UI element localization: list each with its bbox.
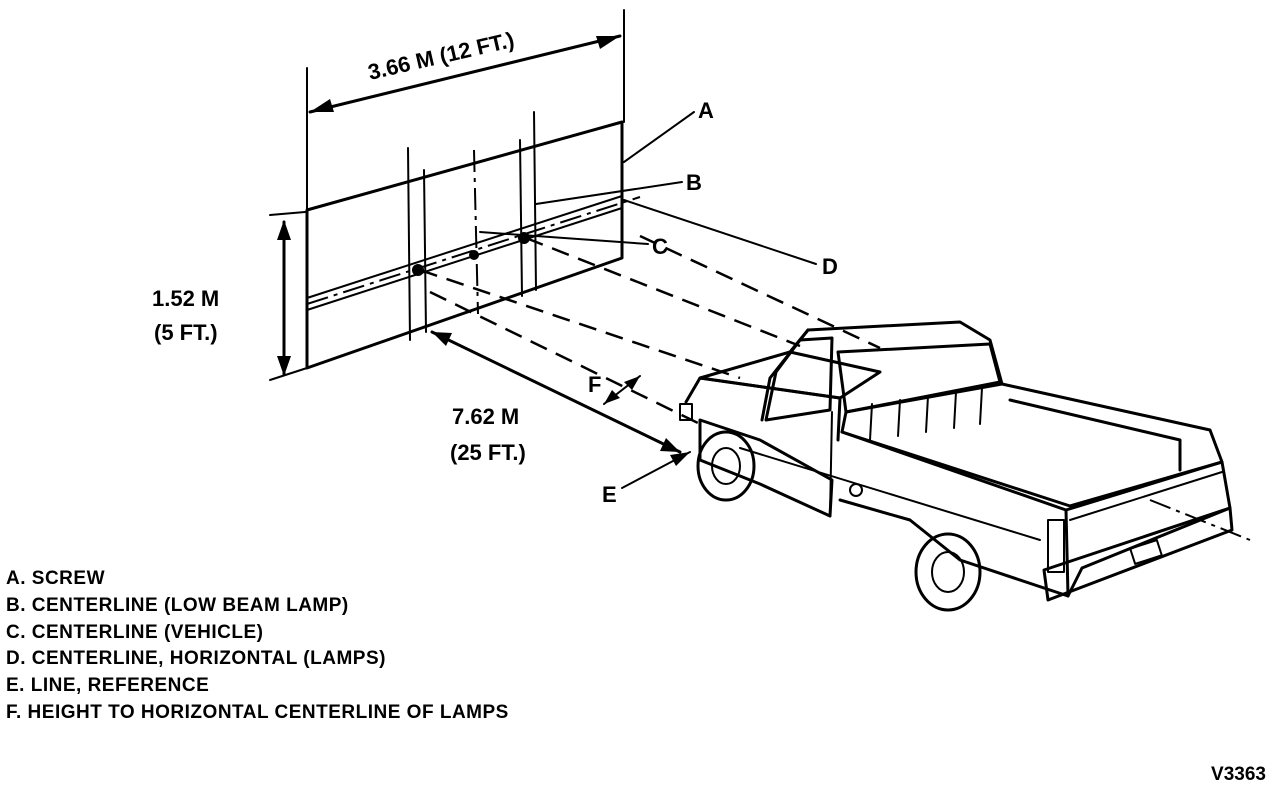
left-lamp-spot [412, 264, 424, 276]
distance-label-metric: 7.62 M [452, 404, 519, 429]
front-wheel-tire [696, 430, 756, 502]
truck-door-window [764, 336, 834, 422]
legend-item-a: A. SCREW [6, 568, 105, 589]
front-wheel-hub [711, 447, 741, 485]
width-arrow-line [308, 34, 622, 114]
height-arrowhead-top [277, 220, 291, 240]
truck-cab-side [698, 418, 834, 518]
legend-item-c: C. CENTERLINE (VEHICLE) [6, 621, 264, 643]
truck-rear-bumper [1042, 506, 1234, 602]
truck-taillamp [1047, 519, 1065, 573]
slat-5 [979, 387, 983, 425]
distance-arrowhead-vehicle [660, 438, 680, 452]
callout-f-arrowhead-a [604, 390, 620, 404]
side-mirror [679, 403, 693, 421]
legend-item-d: D. CENTERLINE, HORIZONTAL (LAMPS) [6, 648, 386, 670]
callout-b: B [686, 170, 702, 195]
truck-bed-top [840, 382, 1224, 508]
upper-beam-line [639, 234, 881, 350]
callout-b-leader [535, 181, 683, 205]
vehicle-centerline-rear [1149, 499, 1251, 541]
height-label-imperial: (5 FT.) [154, 320, 218, 345]
callout-c-leader [479, 231, 649, 245]
height-label-metric: 1.52 M [152, 286, 219, 311]
callout-a-leader [623, 111, 695, 163]
callout-f-arrowhead-b [624, 376, 640, 390]
pickup-truck [679, 320, 1234, 612]
callout-d: D [822, 254, 838, 279]
callout-c: C [652, 234, 668, 259]
screen-outline [305, 120, 624, 370]
callout-e: E [602, 482, 617, 507]
distance-arrowhead-screen [432, 332, 452, 346]
truck-bed-inner [1008, 398, 1182, 472]
callout-f: F [588, 372, 601, 397]
tailgate-trim [1069, 471, 1223, 521]
width-dimension: 3.66 M (12 FT.) [306, 9, 625, 213]
truck-front-fender [684, 376, 842, 442]
height-dimension: 1.52 M (5 FT.) [152, 211, 308, 381]
truck-door-rear-edge [829, 411, 833, 517]
truck-cab-roof [788, 320, 1004, 386]
height-ext-bottom [269, 367, 308, 381]
distance-label-imperial: (25 FT.) [450, 440, 526, 465]
callout-a: A [698, 98, 714, 123]
license-plate [1129, 539, 1163, 565]
left-lamp-line-b [423, 169, 427, 333]
vehicle-centerline [473, 149, 479, 315]
callout-e-arrowhead [670, 452, 690, 466]
body-stripe [739, 447, 1041, 541]
center-spot [469, 250, 479, 260]
slat-2 [897, 399, 901, 437]
rear-wheel-hub [931, 551, 965, 593]
slat-4 [953, 391, 957, 429]
right-lamp-line-b [533, 111, 537, 291]
rear-wheel-tire [914, 532, 982, 612]
slat-1 [869, 403, 873, 441]
horizontal-band-top [306, 195, 623, 299]
right-lamp-line-a [519, 139, 523, 297]
height-ext-top [269, 211, 306, 216]
width-arrowhead-left [310, 99, 334, 112]
slat-3 [925, 395, 929, 433]
figure-id: V3363 [1211, 764, 1266, 785]
truck-bed-side [838, 430, 1070, 598]
legend-item-f: F. HEIGHT TO HORIZONTAL CENTERLINE OF LA… [6, 701, 509, 723]
aiming-screen [305, 111, 641, 370]
truck-rear-window [836, 342, 1002, 414]
legend: A. SCREW B. CENTERLINE (LOW BEAM LAMP) C… [6, 566, 509, 727]
distance-arrow-line [430, 330, 682, 454]
right-beam-line [525, 236, 801, 348]
beam-projection [419, 234, 881, 426]
horizontal-centerline [306, 196, 641, 305]
legend-item-e: E. LINE, REFERENCE [6, 675, 210, 697]
left-lamp-line-a [407, 147, 411, 341]
lower-beam-line [429, 290, 701, 426]
height-arrowhead-bottom [277, 356, 291, 376]
horizontal-band-bottom [306, 207, 623, 311]
width-label: 3.66 M (12 FT.) [366, 27, 517, 85]
callouts: A B C D E F [479, 98, 838, 507]
legend-item-b: B. CENTERLINE (LOW BEAM LAMP) [6, 594, 349, 616]
callout-d-leader [623, 199, 817, 265]
distance-dimension: 7.62 M (25 FT.) [430, 330, 682, 465]
width-arrowhead-right [596, 36, 620, 49]
left-beam-line [419, 268, 741, 380]
